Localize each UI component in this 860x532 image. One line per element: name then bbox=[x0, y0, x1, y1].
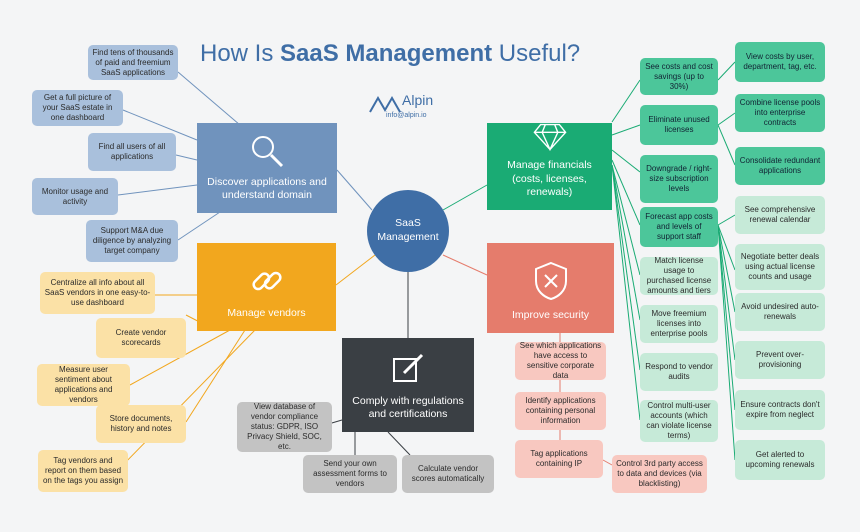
chain-link-icon bbox=[251, 272, 282, 291]
financial-item: Eliminate unused licenses bbox=[640, 105, 718, 145]
comply-item: Send your own assessment forms to vendor… bbox=[303, 455, 397, 493]
security-hub-label: Improve security bbox=[511, 309, 590, 322]
renewal-item: Negotiate better deals using actual lice… bbox=[735, 244, 825, 290]
financial-item: Match license usage to purchased license… bbox=[640, 256, 718, 295]
comply-hub: Comply with regulations and certificatio… bbox=[342, 338, 474, 432]
financials-hub: Manage financials (costs, licenses, rene… bbox=[487, 123, 612, 210]
security-item: Identify applications containing persona… bbox=[515, 392, 606, 430]
security-item: Control 3rd party access to data and dev… bbox=[612, 455, 707, 493]
renewal-item: Get alerted to upcoming renewals bbox=[735, 440, 825, 480]
page-title: How Is SaaS Management Useful? bbox=[200, 40, 581, 67]
financial-detail: Consolidate redundant applications bbox=[735, 147, 825, 185]
pen-document-icon bbox=[393, 353, 424, 382]
discover-hub-label: Discover applications and understand dom… bbox=[207, 175, 327, 202]
discover-item: Get a full picture of your SaaS estate i… bbox=[32, 90, 123, 126]
comply-item: View database of vendor compliance statu… bbox=[237, 402, 332, 452]
renewal-item: Prevent over-provisioning bbox=[735, 341, 825, 379]
renewal-item: Avoid undesired auto-renewals bbox=[735, 293, 825, 331]
financial-item: Respond to vendor audits bbox=[640, 353, 718, 391]
vendor-item: Centralize all info about all SaaS vendo… bbox=[40, 272, 155, 314]
financials-hub-label: Manage financials (costs, licenses, rene… bbox=[507, 159, 592, 199]
financial-detail: Combine license pools into enterprise co… bbox=[735, 94, 825, 132]
vendor-item: Create vendor scorecards bbox=[96, 318, 186, 358]
renewal-item: Ensure contracts don't expire from negle… bbox=[735, 390, 825, 430]
diamond-icon bbox=[532, 123, 567, 152]
magnifier-icon bbox=[252, 135, 284, 167]
vendor-item: Store documents, history and notes bbox=[96, 405, 186, 443]
vendors-hub: Manage vendors bbox=[197, 243, 336, 331]
financial-item: Move freemium licenses into enterprise p… bbox=[640, 305, 718, 343]
discover-item: Find tens of thousands of paid and freem… bbox=[88, 45, 178, 80]
security-item: Tag applications containing IP bbox=[515, 440, 603, 478]
discover-item: Monitor usage and activity bbox=[32, 178, 118, 215]
brand-name: Alpin bbox=[402, 92, 434, 108]
comply-item: Calculate vendor scores automatically bbox=[402, 455, 494, 493]
financial-item: Downgrade / right-size subscription leve… bbox=[640, 155, 718, 203]
security-item: See which applications have access to se… bbox=[515, 341, 606, 380]
shield-x-icon bbox=[534, 262, 567, 301]
financial-item: Forecast app costs and levels of support… bbox=[640, 207, 718, 247]
discover-item: Find all users of all applications bbox=[88, 133, 176, 171]
vendor-item: Tag vendors and report on them based on … bbox=[38, 450, 128, 492]
saas-management-hub: SaaS Management bbox=[367, 190, 449, 272]
financial-item: See costs and cost savings (up to 30%) bbox=[640, 58, 718, 95]
vendors-hub-label: Manage vendors bbox=[227, 307, 306, 320]
alpin-logo-icon bbox=[369, 96, 401, 113]
renewal-item: See comprehensive renewal calendar bbox=[735, 196, 825, 234]
vendor-item: Measure user sentiment about application… bbox=[37, 364, 130, 406]
discover-item: Support M&A due diligence by analyzing t… bbox=[86, 220, 178, 262]
financial-item: Control multi-user accounts (which can v… bbox=[640, 400, 718, 442]
discover-hub: Discover applications and understand dom… bbox=[197, 123, 337, 213]
brand-email: info@alpin.io bbox=[386, 112, 427, 119]
security-hub: Improve security bbox=[487, 243, 614, 333]
financial-detail: View costs by user, department, tag, etc… bbox=[735, 42, 825, 82]
comply-hub-label: Comply with regulations and certificatio… bbox=[352, 394, 464, 421]
